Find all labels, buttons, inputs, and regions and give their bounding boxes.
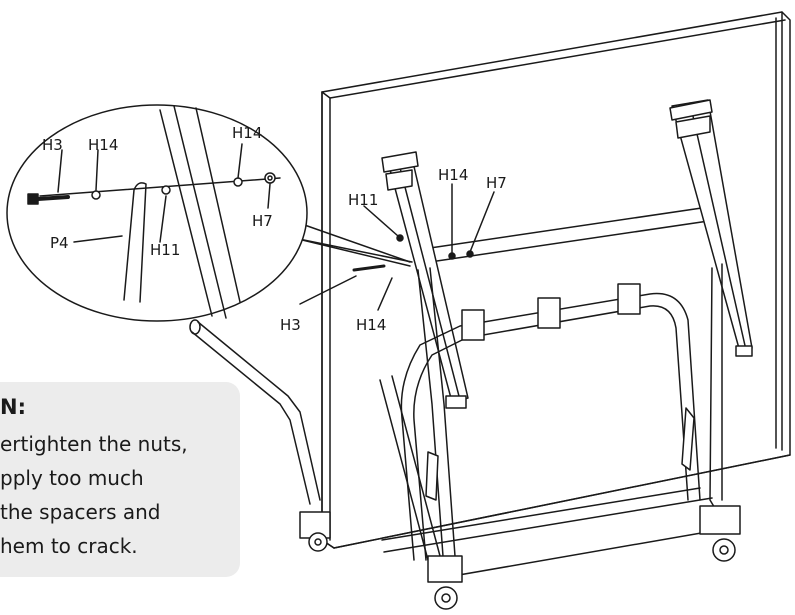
- cross-beam: [429, 204, 723, 263]
- label-h7-zoom: H7: [252, 212, 273, 230]
- label-h14-main-low: H14: [356, 316, 386, 334]
- caution-note-line-3: the spacers and: [0, 500, 161, 524]
- caution-note-title: N:: [0, 395, 26, 419]
- label-h14-zoom-right: H14: [232, 124, 262, 142]
- zoom-detail: [6, 104, 308, 322]
- label-h14-zoom-left: H14: [88, 136, 118, 154]
- label-h11-main: H11: [348, 191, 378, 209]
- label-h14-main: H14: [438, 166, 468, 184]
- label-h3-zoom: H3: [42, 136, 63, 154]
- main-callouts: [299, 183, 495, 311]
- caution-note-line-1: ertighten the nuts,: [0, 432, 188, 456]
- zoom-connector: [293, 221, 413, 267]
- label-p4: P4: [50, 234, 69, 252]
- left-leg: [381, 151, 469, 409]
- caution-note-line-4: hem to crack.: [0, 534, 138, 558]
- label-h11-zoom: H11: [150, 241, 180, 259]
- frame-assembly: [299, 263, 741, 583]
- label-h3-main: H3: [280, 316, 301, 334]
- right-leg: [669, 99, 753, 357]
- wheels: [308, 532, 736, 610]
- label-h7-main: H7: [486, 174, 507, 192]
- support-bar: [189, 319, 321, 505]
- table-top-panel: [321, 11, 791, 549]
- caution-note-line-2: pply too much: [0, 466, 144, 490]
- caution-note-box: [0, 382, 240, 577]
